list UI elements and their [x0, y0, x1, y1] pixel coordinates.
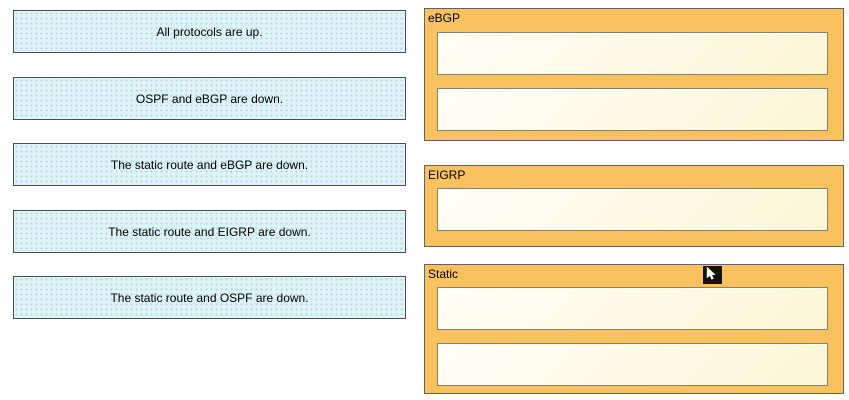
drop-slot-ebgp-2[interactable]	[437, 88, 828, 131]
category-label-static: Static	[428, 267, 459, 281]
option-card-all-protocols-up[interactable]: All protocols are up.	[13, 10, 406, 53]
drop-panel-static: Static	[424, 264, 844, 394]
option-card-static-ebgp-down[interactable]: The static route and eBGP are down.	[13, 143, 406, 186]
drop-slot-static-2[interactable]	[437, 343, 828, 386]
mouse-pointer-icon	[703, 266, 722, 284]
category-label-eigrp: EIGRP	[428, 168, 466, 182]
drop-panel-ebgp: eBGP	[424, 8, 844, 141]
option-card-ospf-ebgp-down[interactable]: OSPF and eBGP are down.	[13, 77, 406, 120]
drop-slot-eigrp-1[interactable]	[437, 188, 828, 231]
option-card-static-eigrp-down[interactable]: The static route and EIGRP are down.	[13, 210, 406, 253]
option-card-static-ospf-down[interactable]: The static route and OSPF are down.	[13, 276, 406, 319]
drop-slot-ebgp-1[interactable]	[437, 32, 828, 75]
drop-panel-eigrp: EIGRP	[424, 165, 844, 247]
category-label-ebgp: eBGP	[428, 11, 461, 25]
drop-slot-static-1[interactable]	[437, 287, 828, 330]
